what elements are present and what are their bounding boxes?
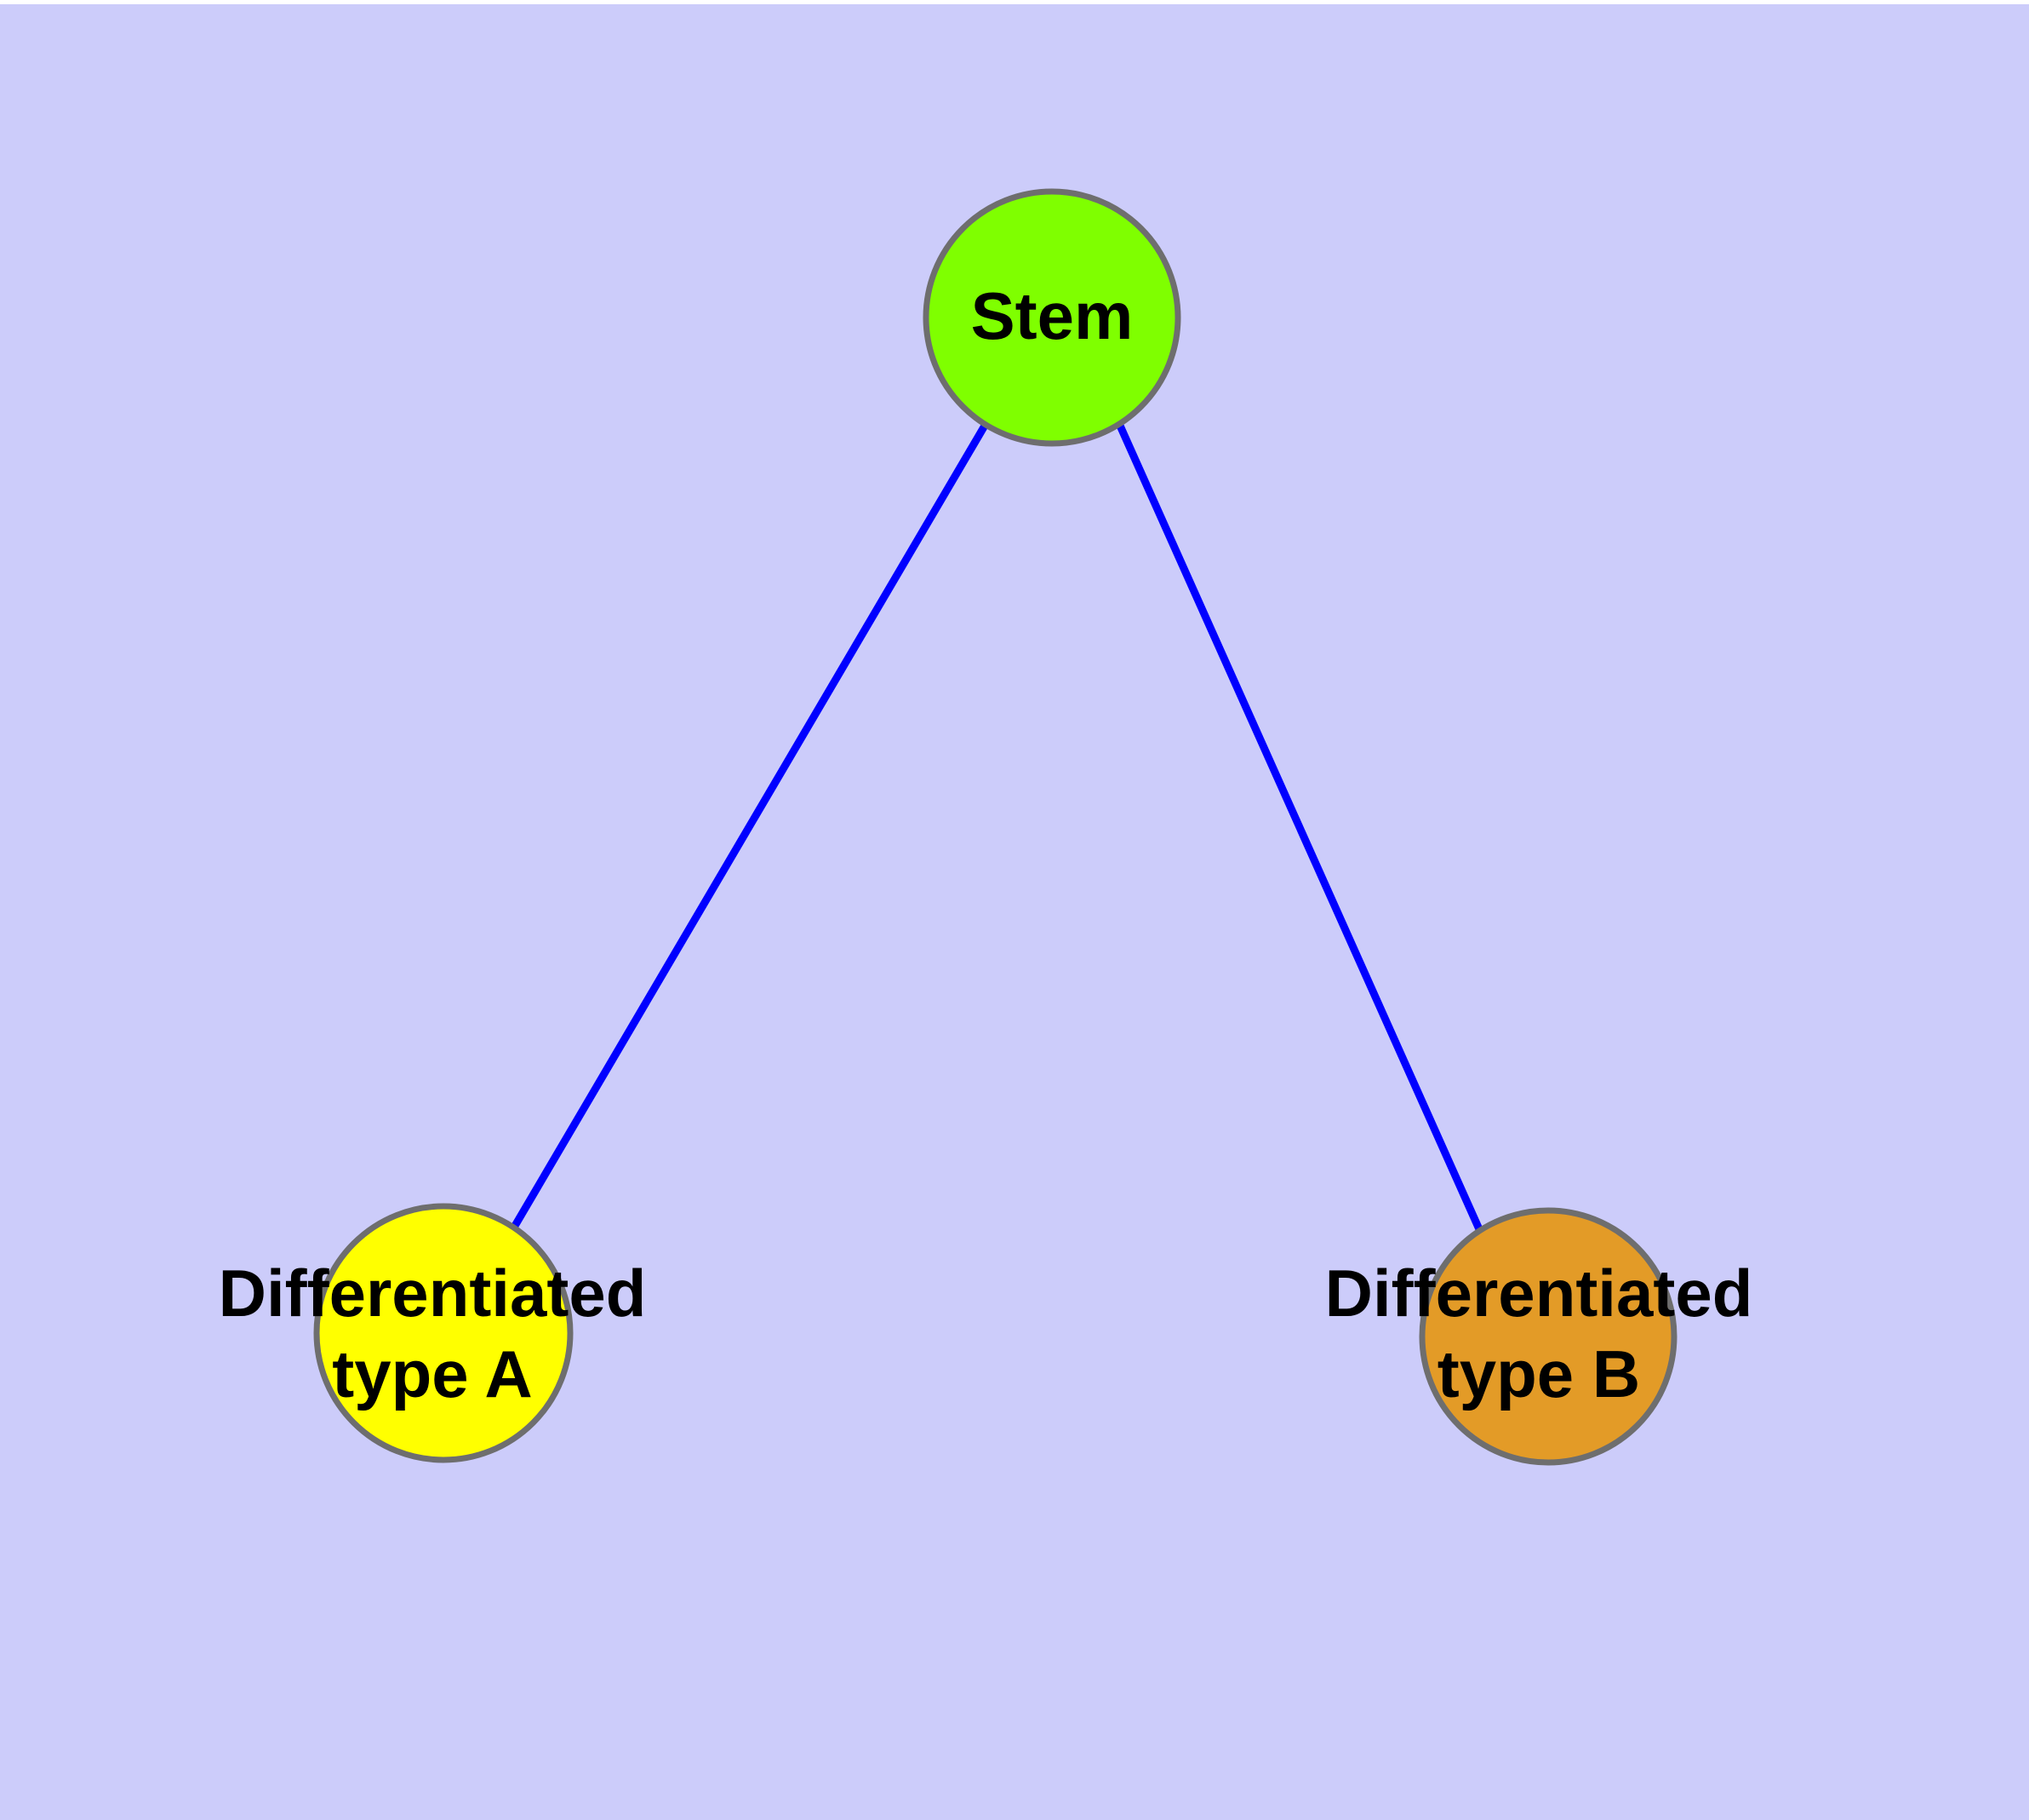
node-layer [313, 188, 1677, 1466]
node-differentiated-type-a[interactable] [313, 1203, 574, 1463]
node-label-stem: Stem [971, 278, 1134, 353]
edge-layer [512, 423, 1483, 1231]
edge-stem-to-diff-a[interactable] [512, 423, 988, 1228]
edge-stem-to-diff-b[interactable] [1116, 424, 1483, 1231]
node-differentiated-type-b[interactable] [1419, 1207, 1677, 1466]
node-stem[interactable] [923, 188, 1181, 447]
